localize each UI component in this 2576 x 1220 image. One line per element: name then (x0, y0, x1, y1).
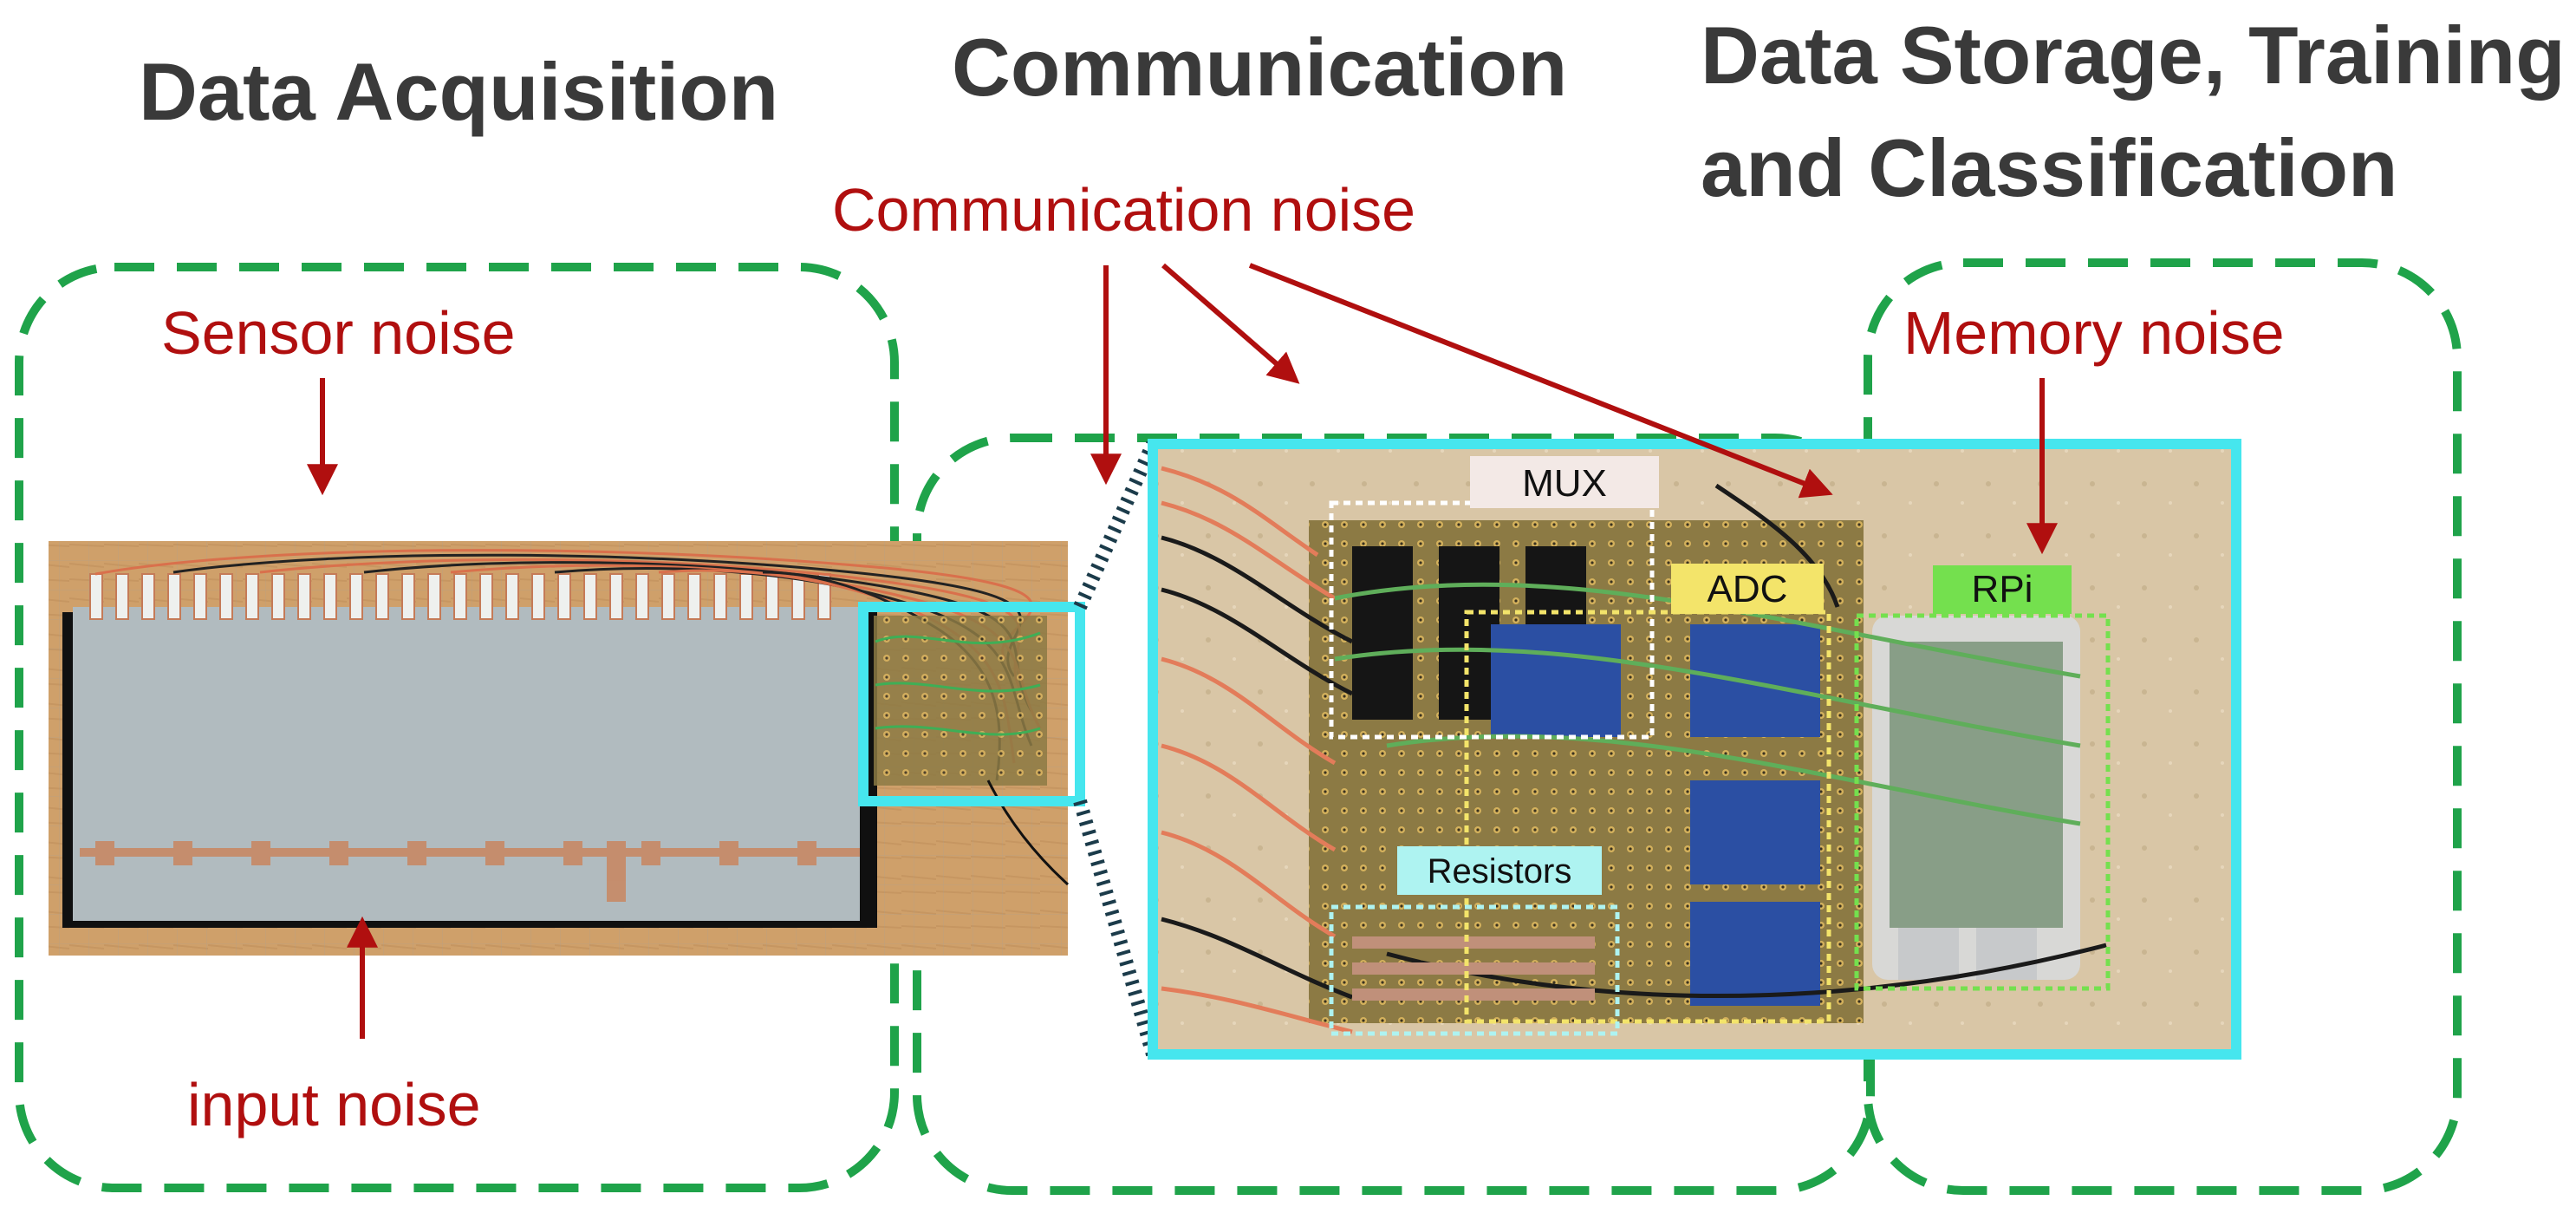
zoom-connector (1073, 440, 1160, 1057)
rpi-tag-label: RPi (1972, 568, 2033, 610)
adc-tag-label: ADC (1708, 568, 1788, 610)
adc-tag: ADC (1671, 564, 1824, 614)
rpi-outline (1854, 613, 2111, 991)
title-data-acquisition: Data Acquisition (139, 46, 778, 137)
bottom-electrode-strip (80, 841, 860, 902)
communication-noise-arrow-3 (1248, 263, 1833, 499)
adc-outline (1464, 610, 1831, 1024)
top-electrode-row (89, 573, 831, 620)
memory-noise-label: Memory noise (1903, 299, 2285, 367)
title-communication: Communication (952, 22, 1567, 113)
mux-tag: MUX (1470, 456, 1659, 508)
sensor-mat-photo (49, 541, 1070, 956)
electronics-zoom-photo (1153, 444, 2236, 1054)
zoom-source-box (858, 602, 1085, 806)
zoom-frame (1148, 439, 2241, 1060)
title-storage-line1: Data Storage, Training (1701, 10, 2566, 101)
rpi-tag: RPi (1933, 565, 2072, 614)
storage-boundary (1864, 258, 2462, 1195)
input-noise-label: input noise (187, 1071, 481, 1138)
communication-noise-arrow-2 (1161, 263, 1300, 384)
communication-noise-label: Communication noise (832, 176, 1415, 244)
resistors-tag: Resistors (1397, 846, 1602, 895)
mux-tag-label: MUX (1522, 462, 1607, 505)
title-storage-line2: and Classification (1701, 122, 2397, 213)
resistors-tag-label: Resistors (1428, 852, 1572, 891)
sensor-noise-label: Sensor noise (161, 299, 516, 367)
